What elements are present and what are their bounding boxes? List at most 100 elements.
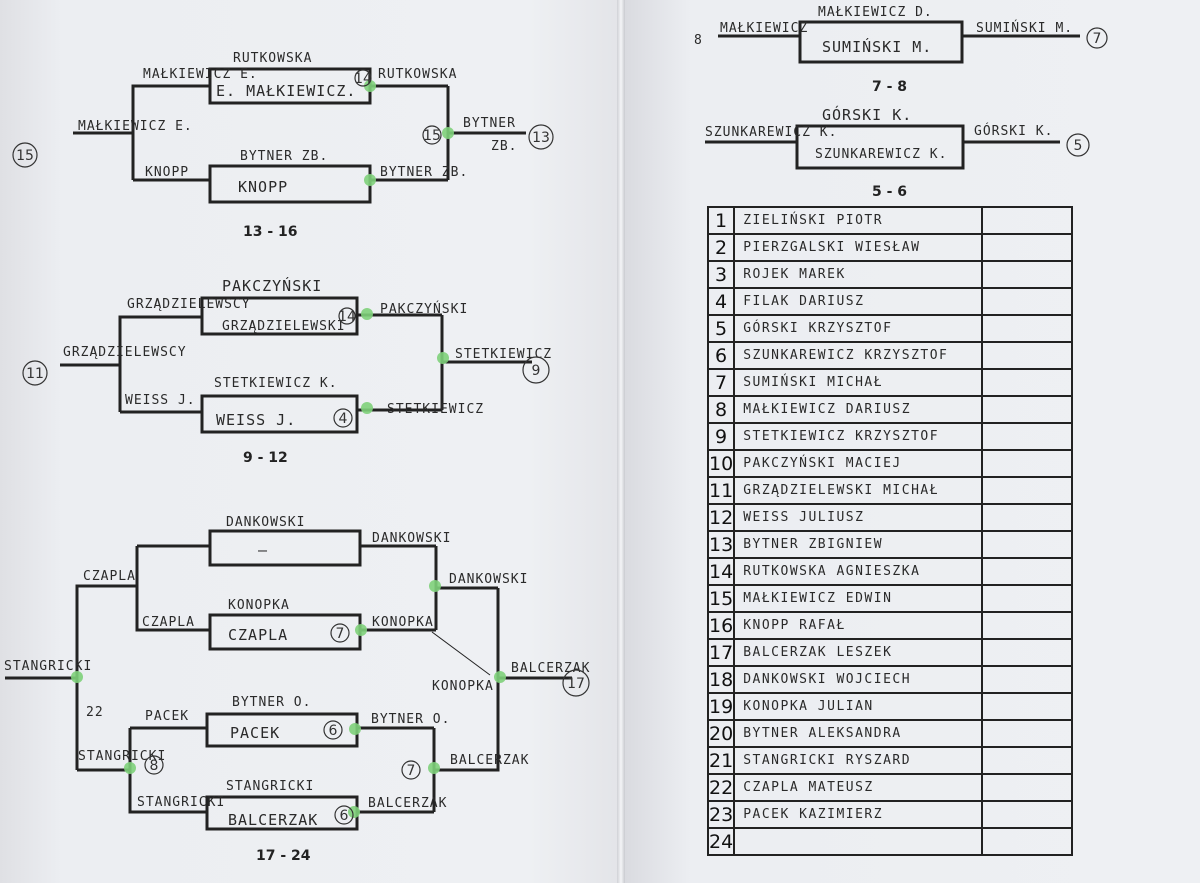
- ranking-position: 6: [706, 341, 736, 370]
- bottom-winner: BYTNER ZB.: [380, 165, 468, 180]
- left-name: SZUNKAREWICZ K.: [705, 125, 837, 140]
- top-circle: 14: [338, 309, 356, 325]
- ranking-name: SUMIŃSKI MICHAŁ: [733, 368, 984, 397]
- right-circle: 7: [1093, 31, 1102, 47]
- ranking-name: BYTNER ZBIGNIEW: [733, 530, 984, 559]
- ranking-empty-cell: [981, 341, 1074, 370]
- ranking-position: 21: [706, 746, 736, 775]
- left-circle: 15: [16, 148, 34, 164]
- box1: —: [258, 541, 268, 559]
- right-circle: 5: [1074, 138, 1083, 154]
- page-fold: [617, 0, 625, 883]
- seed-name: MAŁKIEWICZ E.: [78, 119, 193, 134]
- ranking-empty-cell: [981, 800, 1074, 829]
- ranking-position: 9: [706, 422, 736, 451]
- left-page: [0, 0, 622, 883]
- ranking-name: STETKIEWICZ KRZYSZTOF: [733, 422, 984, 451]
- ranking-position: 12: [706, 503, 736, 532]
- ranking-empty-cell: [981, 773, 1074, 802]
- ranking-position: 2: [706, 233, 736, 262]
- ranking-name: STANGRICKI RYSZARD: [733, 746, 984, 775]
- top-box: GRZĄDZIELEWSKI: [222, 319, 346, 334]
- ranking-row: 24: [706, 827, 1074, 856]
- ranking-name: BALCERZAK LESZEK: [733, 638, 984, 667]
- ranking-position: 4: [706, 287, 736, 316]
- bracket-13-16: MAŁKIEWICZ E. MAŁKIEWICZ E. RUTKOWSKA E.…: [12, 51, 554, 240]
- ranking-position: 7: [706, 368, 736, 397]
- ranking-empty-cell: [981, 665, 1074, 694]
- box3-circle: 6: [329, 723, 338, 739]
- ranking-empty-cell: [981, 557, 1074, 586]
- ranking-position: 8: [706, 395, 736, 424]
- ranking-empty-cell: [981, 314, 1074, 343]
- ranking-empty-cell: [981, 476, 1074, 505]
- bottom-winner: STETKIEWICZ: [387, 402, 484, 417]
- ranking-position: 3: [706, 260, 736, 289]
- box2-circle: 7: [336, 626, 345, 642]
- czapla-in: CZAPLA: [83, 569, 136, 584]
- ranking-name: PAKCZYŃSKI MACIEJ: [733, 449, 984, 478]
- ranking-empty-cell: [981, 287, 1074, 316]
- final-winner: BYTNER: [463, 116, 516, 131]
- box3: PACEK: [230, 724, 280, 742]
- bracket-label: 5 - 6: [872, 184, 907, 200]
- left-num: 8: [694, 33, 703, 48]
- bottom-circle: 4: [339, 411, 348, 427]
- ranking-position: 22: [706, 773, 736, 802]
- ranking-name: MAŁKIEWICZ EDWIN: [733, 584, 984, 613]
- ranking-name: WEISS JULIUSZ: [733, 503, 984, 532]
- bottom-box: KNOPP: [238, 178, 288, 196]
- ranking-name: GRZĄDZIELEWSKI MICHAŁ: [733, 476, 984, 505]
- box4-winner: BALCERZAK: [368, 796, 447, 811]
- box: SUMIŃSKI M.: [822, 37, 932, 56]
- top: GÓRSKI K.: [822, 105, 912, 124]
- seed-left: STANGRICKI: [4, 659, 92, 674]
- ranking-position: 13: [706, 530, 736, 559]
- semi1-winner: DANKOWSKI: [449, 572, 528, 587]
- winner: GÓRSKI K.: [974, 123, 1053, 139]
- ranking-empty-cell: [981, 233, 1074, 262]
- seed-name: GRZĄDZIELEWSCY: [63, 345, 187, 360]
- ranking-position: 16: [706, 611, 736, 640]
- semi2-circle: 7: [407, 763, 416, 779]
- box2: CZAPLA: [228, 626, 288, 644]
- final-circle: 15: [423, 128, 441, 144]
- stangricki-circle: 8: [150, 758, 159, 774]
- bottom-box: WEISS J.: [216, 411, 296, 429]
- ranking-empty-cell: [981, 422, 1074, 451]
- ranking-name: PIERZGALSKI WIESŁAW: [733, 233, 984, 262]
- top-opponent: RUTKOWSKA: [233, 51, 312, 66]
- bottom-opponent: BYTNER ZB.: [240, 149, 328, 164]
- stangricki-in2: STANGRICKI: [137, 795, 225, 810]
- konopka-note: KONOPKA: [432, 679, 494, 694]
- ranking-position: 19: [706, 692, 736, 721]
- top-winner: PAKCZYŃSKI: [380, 301, 468, 317]
- ranking-empty-cell: [981, 260, 1074, 289]
- num-22: 22: [86, 705, 104, 720]
- bracket-9-12: GRZĄDZIELEWSCY GRZĄDZIELEWSCY PAKCZYŃSKI…: [22, 276, 551, 466]
- ranking-position: 24: [706, 827, 736, 856]
- ranking-position: 14: [706, 557, 736, 586]
- top-winner: RUTKOWSKA: [378, 67, 457, 82]
- box4-circle: 6: [340, 808, 349, 824]
- ranking-empty-cell: [981, 530, 1074, 559]
- left-circle: 11: [26, 366, 44, 382]
- box4-top: STANGRICKI: [226, 779, 314, 794]
- box3-winner: BYTNER O.: [371, 712, 450, 727]
- ranking-empty-cell: [981, 584, 1074, 613]
- ranking-position: 20: [706, 719, 736, 748]
- box2-top: KONOPKA: [228, 598, 290, 613]
- ranking-empty-cell: [981, 638, 1074, 667]
